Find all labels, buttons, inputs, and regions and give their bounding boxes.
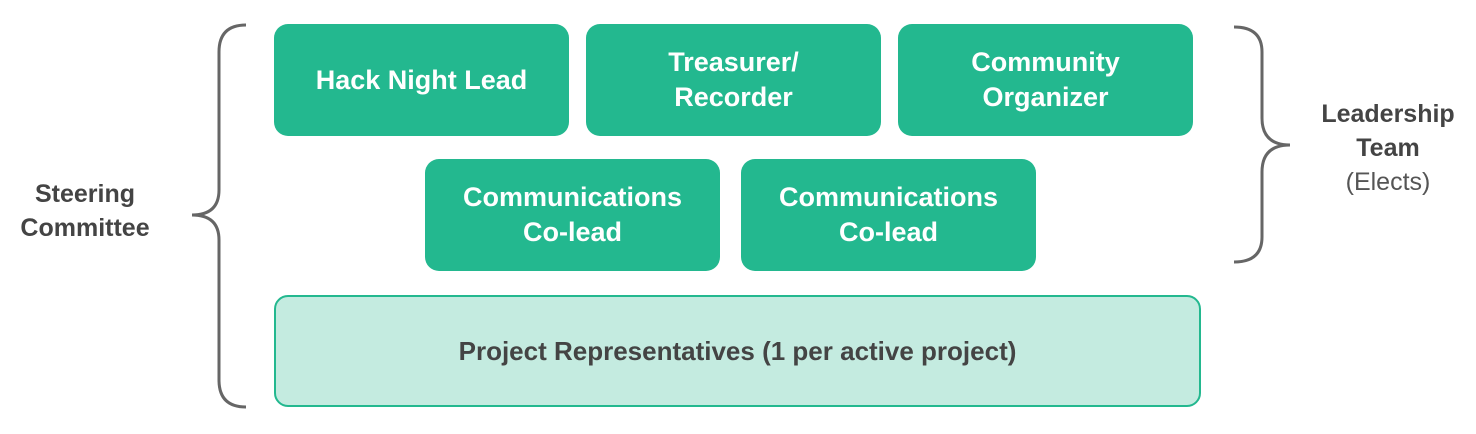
leadership-team-label: Leadership Team (Elects): [1300, 97, 1476, 199]
steering-brace: [191, 23, 247, 409]
role-box-communications-colead-1: Communications Co-lead: [425, 159, 720, 271]
role-line2: Organizer: [982, 82, 1109, 112]
role-line1: Community: [971, 47, 1120, 77]
role-line1: Treasurer/: [668, 47, 799, 77]
role-box-treasurer-recorder: Treasurer/ Recorder: [586, 24, 881, 136]
project-representatives-box: Project Representatives (1 per active pr…: [274, 295, 1201, 407]
project-representatives-label: Project Representatives (1 per active pr…: [458, 335, 1017, 366]
leadership-line2: Team: [1356, 134, 1420, 162]
role-line2: Co-lead: [838, 217, 938, 247]
role-line1: Communications: [462, 182, 683, 212]
leadership-line1: Leadership: [1321, 100, 1455, 128]
steering-line2: Committee: [20, 214, 150, 242]
role-line1: Communications: [778, 182, 999, 212]
role-box-community-organizer: Community Organizer: [898, 24, 1193, 136]
leadership-brace: [1233, 25, 1291, 264]
role-line2: Recorder: [674, 82, 793, 112]
leadership-note: (Elects): [1345, 168, 1431, 196]
steering-committee-label: Steering Committee: [0, 177, 170, 245]
role-line1: Hack Night Lead: [315, 64, 528, 95]
steering-line1: Steering: [34, 180, 136, 208]
role-line2: Co-lead: [522, 217, 622, 247]
role-box-communications-colead-2: Communications Co-lead: [741, 159, 1036, 271]
role-box-hack-night-lead: Hack Night Lead: [274, 24, 569, 136]
